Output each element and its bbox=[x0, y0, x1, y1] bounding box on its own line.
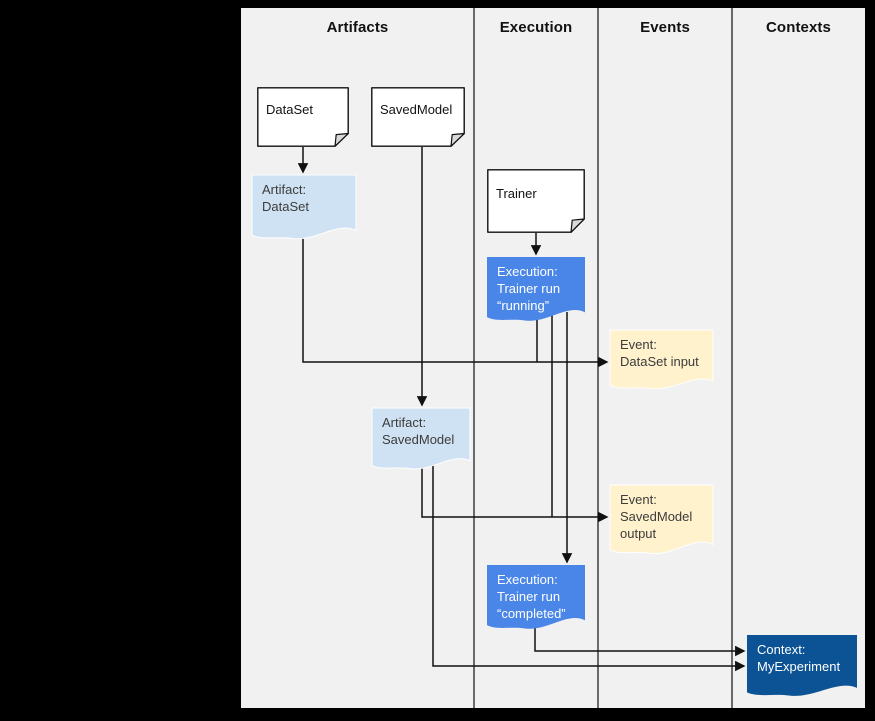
flag-shape bbox=[487, 257, 585, 321]
node-trainer-label: Trainer bbox=[496, 185, 537, 201]
flag-shape bbox=[251, 174, 357, 240]
connector-lines-layer bbox=[297, 8, 746, 708]
node-artifact-dataset-label: Artifact: DataSet bbox=[262, 182, 309, 214]
node-execution-completed: Execution: Trainer run “completed” bbox=[487, 565, 585, 631]
flag-shape bbox=[487, 565, 585, 629]
edge-execution-completed-to-context bbox=[534, 618, 746, 657]
node-execution-completed-label: Execution: Trainer run “completed” bbox=[497, 572, 566, 621]
column-header-events: Events bbox=[640, 19, 690, 36]
node-savedmodel-label: SavedModel bbox=[380, 102, 453, 118]
flag-shape bbox=[609, 484, 714, 555]
node-context-myexperiment: Context: MyExperiment bbox=[747, 635, 857, 698]
document-shape bbox=[371, 87, 465, 147]
node-trainer: Trainer bbox=[487, 169, 585, 233]
node-event-dataset-input: Event: DataSet input bbox=[609, 329, 714, 391]
node-event-savedmodel-output: Event: SavedModel output bbox=[609, 484, 714, 556]
edge-artifact-savedmodel-to-event-savedmodel-output bbox=[421, 459, 609, 523]
node-event-dataset-input-label: Event: DataSet input bbox=[620, 337, 699, 369]
mlmd-diagram-canvas: Artifacts Execution Events Contexts Data… bbox=[241, 8, 865, 708]
flag-shape bbox=[609, 329, 714, 390]
edge-artifact-dataset-to-event-dataset-input bbox=[302, 232, 609, 368]
document-shape bbox=[487, 169, 585, 233]
node-artifact-savedmodel-label: Artifact: SavedModel bbox=[382, 415, 455, 447]
document-shape bbox=[257, 87, 349, 147]
flag-shape bbox=[371, 407, 471, 470]
node-dataset: DataSet bbox=[257, 87, 349, 147]
node-savedmodel: SavedModel bbox=[371, 87, 465, 147]
node-artifact-dataset: Artifact: DataSet bbox=[251, 174, 357, 241]
column-header-contexts: Contexts bbox=[766, 19, 831, 36]
edge-artifact-savedmodel-to-context bbox=[432, 459, 746, 672]
node-event-savedmodel-output-label: Event: SavedModel output bbox=[620, 492, 693, 541]
column-header-artifacts: Artifacts bbox=[326, 19, 389, 36]
flag-shape bbox=[747, 635, 857, 696]
node-execution-running: Execution: Trainer run “running” bbox=[487, 257, 585, 323]
node-artifact-savedmodel: Artifact: SavedModel bbox=[371, 407, 471, 471]
column-header-execution: Execution bbox=[499, 19, 573, 36]
node-dataset-label: DataSet bbox=[266, 102, 313, 118]
node-context-myexperiment-label: Context: MyExperiment bbox=[757, 642, 841, 674]
node-execution-running-label: Execution: Trainer run “running” bbox=[497, 264, 561, 313]
